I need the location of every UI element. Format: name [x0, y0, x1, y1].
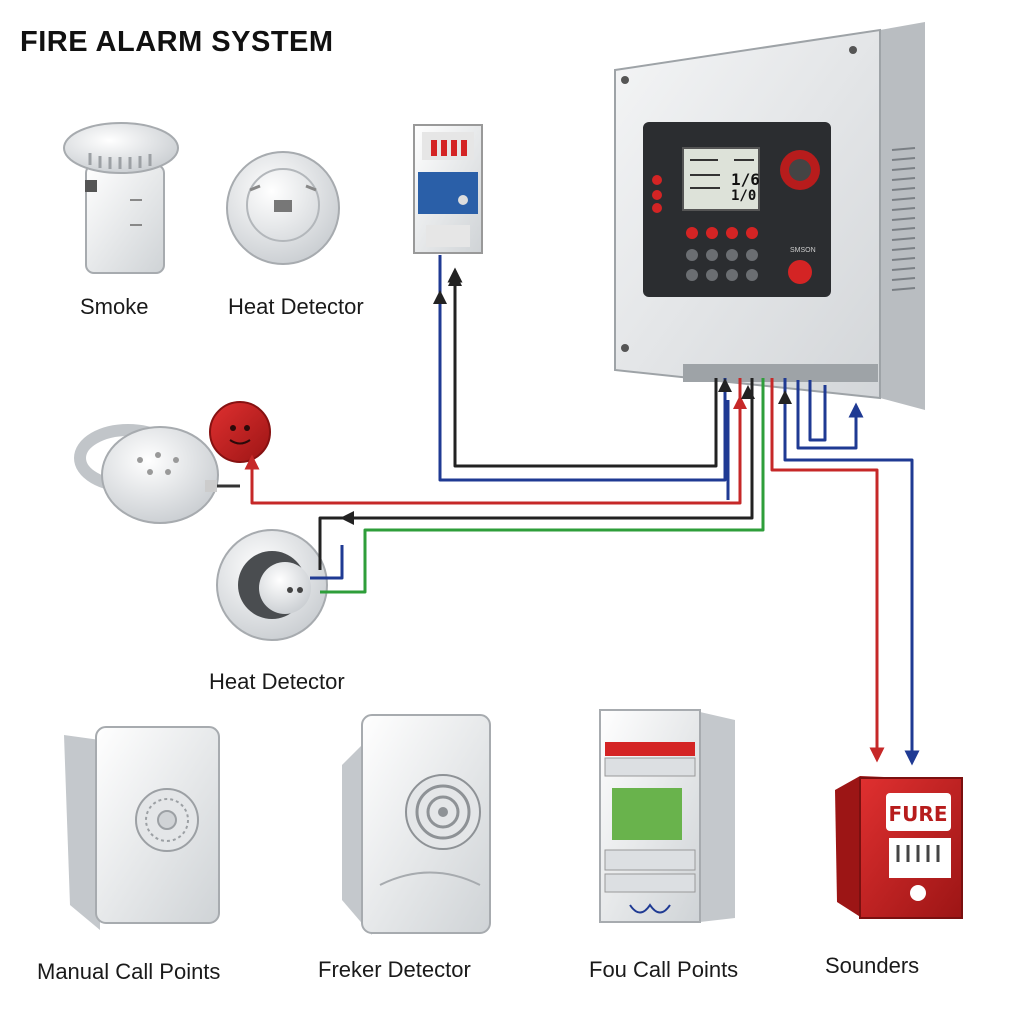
keypad-key[interactable]	[746, 227, 758, 239]
keypad-key[interactable]	[686, 269, 698, 281]
keypad-key[interactable]	[706, 269, 718, 281]
diagram-title: FIRE ALARM SYSTEM	[20, 26, 334, 58]
din-module	[413, 124, 483, 254]
wire-blue-heat-stub	[310, 545, 344, 580]
control-panel: 1/6 1/0 SMSON	[614, 22, 925, 410]
wire-arrowheads	[340, 272, 792, 525]
panel-lcd	[682, 147, 760, 211]
terminal-strip	[683, 364, 878, 382]
freker-detector	[342, 714, 491, 935]
label-heat-detector-mid: Heat Detector	[209, 669, 345, 694]
wire-blue-loop-inner	[808, 380, 827, 442]
keypad	[686, 227, 758, 281]
vent-grille	[891, 147, 916, 291]
fou-call-points-module	[599, 709, 735, 923]
label-sounders: Sounders	[825, 953, 920, 978]
wire-blue-sounder	[783, 378, 920, 766]
label-fou-call-points: Fou Call Points	[589, 957, 739, 982]
sounder-beacon	[74, 424, 240, 524]
label-manual-call-points: Manual Call Points	[37, 959, 221, 984]
keypad-key[interactable]	[726, 269, 738, 281]
keypad-key[interactable]	[706, 227, 718, 239]
wire-red-sounder	[770, 378, 885, 763]
alarm-button[interactable]	[788, 260, 812, 284]
module-display	[612, 788, 682, 840]
wire-black-heat	[318, 378, 754, 570]
status-led-3	[652, 203, 662, 213]
heat-detector-mid	[216, 529, 328, 641]
label-smoke: Smoke	[80, 294, 149, 319]
heat-detector-top	[226, 151, 340, 265]
keypad-key[interactable]	[746, 269, 758, 281]
keypad-key[interactable]	[726, 249, 738, 261]
wire-blue-din	[438, 255, 727, 482]
status-led-2	[652, 190, 662, 200]
panel-side-label: SMSON	[790, 247, 816, 254]
lcd-readout-1: 1/6	[731, 170, 760, 189]
manual-call-point	[64, 726, 220, 930]
wire-green-heat	[320, 378, 765, 594]
keypad-key[interactable]	[746, 249, 758, 261]
wire-black-din	[447, 267, 718, 468]
keypad-key[interactable]	[686, 227, 698, 239]
status-led-1	[652, 175, 662, 185]
lcd-readout-2: 1/0	[731, 188, 756, 204]
smoke-detector	[63, 122, 179, 274]
wire-blue-loop	[796, 380, 864, 450]
module-circuit-board	[418, 172, 478, 214]
sounder-box: FURE	[835, 776, 963, 919]
keypad-key[interactable]	[686, 249, 698, 261]
wire-red-button	[244, 378, 742, 505]
label-heat-detector-top: Heat Detector	[228, 294, 364, 319]
keypad-key[interactable]	[726, 227, 738, 239]
red-alarm-button	[209, 401, 271, 463]
sounder-label: FURE	[889, 802, 948, 826]
label-freker-detector: Freker Detector	[318, 957, 471, 982]
keypad-key[interactable]	[706, 249, 718, 261]
wiring	[244, 255, 920, 766]
